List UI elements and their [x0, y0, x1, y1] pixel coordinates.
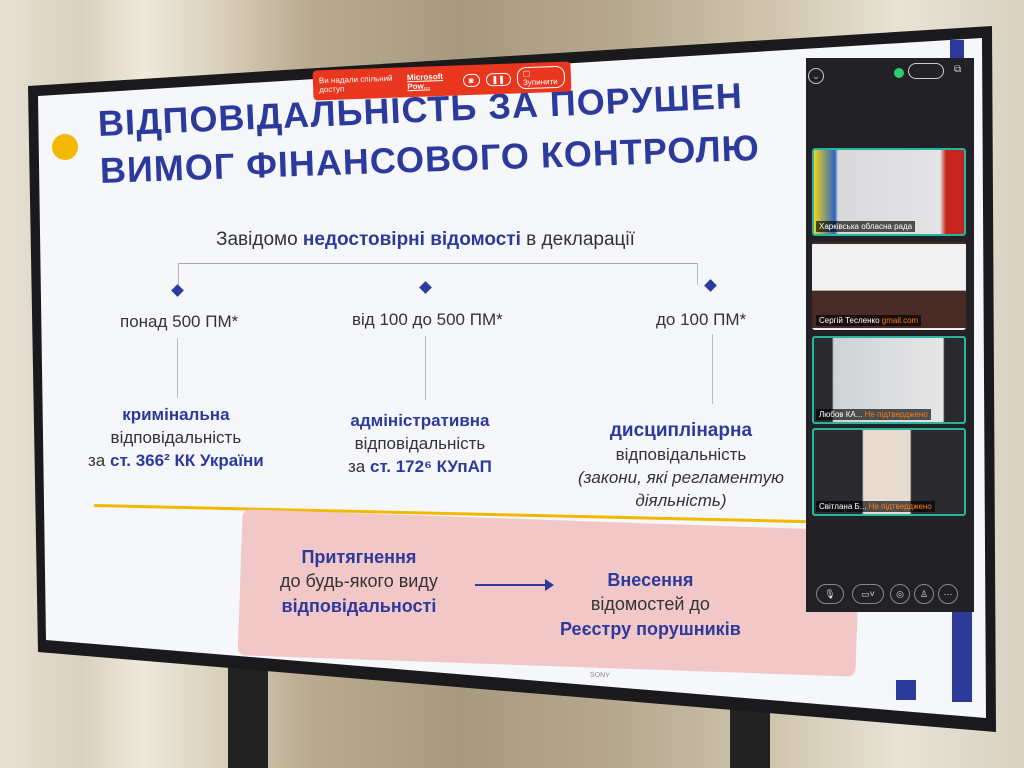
branch-line [178, 263, 698, 264]
law-prefix: за [88, 450, 110, 470]
participant-name: Світлана Б... [819, 502, 867, 511]
stop-share-button[interactable]: ▢ Зупинити [516, 65, 566, 90]
microphone-button[interactable]: 🎙 [816, 584, 844, 604]
branch-1: кримінальна відповідальність за ст. 366²… [88, 404, 264, 473]
participant-status: Не підтверджено [868, 502, 932, 511]
subtitle-text: в декларації [520, 229, 635, 250]
connector [697, 263, 698, 285]
tv-brand-logo: SONY [589, 671, 611, 680]
participant-tile[interactable]: Любов КА... Не підтверджено [812, 336, 966, 424]
connector [178, 263, 179, 285]
more-button[interactable]: ⋯ [938, 584, 958, 604]
popout-icon[interactable]: ⧉ [954, 64, 962, 75]
arrow-head [545, 579, 554, 591]
branch-word: відповідальність [110, 427, 242, 447]
participant-name: Харківська обласна рада [816, 221, 916, 232]
threshold-2: від 100 до 500 ПМ* [352, 310, 503, 329]
slide-subtitle: Завідомо недостовірні відомості в деклар… [216, 227, 635, 253]
law-prefix: за [348, 456, 370, 476]
box-text: Реєстру порушників [560, 618, 741, 639]
pause-button[interactable]: ❚❚ [485, 72, 512, 86]
arrow [177, 338, 178, 398]
collapse-chevron-icon[interactable]: ⌄ [808, 68, 824, 84]
participant-tile[interactable]: Харківська обласна рада [812, 148, 966, 236]
box-text: відповідальності [281, 595, 437, 616]
tv-stand-left [228, 660, 268, 768]
arrow [425, 336, 426, 400]
law-ref: ст. 172⁶ КУпАП [369, 456, 492, 476]
branch-3: дисциплінарна відповідальність (закони, … [578, 418, 784, 512]
box-right: Внесення відомостей до Реєстру порушникі… [560, 568, 741, 641]
shared-app-link[interactable]: Microsoft Pow... [406, 71, 444, 92]
box-text: відомостей до [590, 594, 710, 615]
participant-label: Світлана Б... Не підтверджено [816, 501, 935, 512]
participant-name: Любов КА... [819, 410, 863, 419]
meeting-panel: ⌄ ⧉ Харківська обласна рада Сергій Тесле… [806, 58, 974, 612]
participant-label: Любов КА... Не підтверджено [816, 409, 931, 420]
participant-status: Не підтверджено [864, 410, 928, 419]
box-text: Притягнення [301, 547, 417, 567]
participant-email: gmail.com [881, 316, 919, 325]
camera-icon[interactable]: ◙ [462, 73, 480, 87]
arrow [712, 334, 713, 404]
slide-stripe [950, 40, 964, 60]
title-bullet [52, 134, 78, 160]
branch-type: адміністративна [350, 411, 490, 430]
slide-stripe [952, 612, 972, 702]
law-ref: ст. 366² КК України [109, 450, 264, 470]
subtitle-bold: недостовірні відомості [302, 229, 521, 250]
share-status: Ви надали спільний доступ [318, 73, 393, 95]
branch-law: за ст. 366² КК України [88, 450, 264, 473]
participant-name: Сергій Тесленко [819, 316, 880, 325]
threshold-1: понад 500 ПМ* [120, 312, 239, 331]
box-text: до будь-якого виду [280, 571, 438, 592]
branch-type: кримінальна [122, 405, 230, 424]
stop-label: Зупинити [522, 76, 558, 88]
layout-toggle[interactable] [908, 63, 944, 79]
signal-icon [894, 68, 904, 78]
participants-button[interactable]: ♙ [914, 584, 934, 604]
participant-tile[interactable]: Світлана Б... Не підтверджено [812, 428, 966, 516]
threshold-3: до 100 ПМ* [656, 310, 747, 329]
box-text: Внесення [607, 570, 694, 590]
branch-note: діяльність) [635, 490, 727, 510]
camera-button[interactable]: ▭˅ [852, 584, 884, 604]
branch-type: дисциплінарна [609, 420, 753, 441]
participant-label: Сергій Тесленко gmail.com [816, 315, 922, 326]
branch-word: відповідальність [354, 433, 486, 453]
branch-2: адміністративна відповідальність за ст. … [348, 410, 492, 479]
branch-law: за ст. 172⁶ КУпАП [348, 456, 492, 479]
branch-note: (закони, які регламентую [578, 467, 784, 487]
arrow-right-icon [475, 584, 551, 586]
box-left: Притягнення до будь-якого виду відповіда… [280, 545, 438, 618]
branch-word: відповідальність [615, 444, 747, 464]
participant-tile[interactable]: Сергій Тесленко gmail.com [812, 242, 966, 330]
share-button[interactable]: ◎ [890, 584, 910, 604]
slide-stripe [896, 680, 916, 700]
subtitle-text: Завідомо [216, 229, 303, 250]
